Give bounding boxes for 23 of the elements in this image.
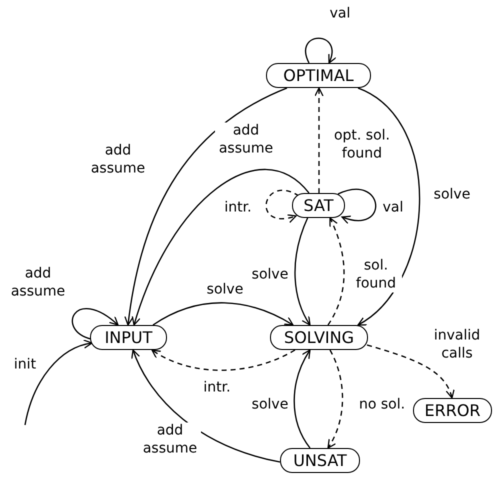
loop-arrow [72, 308, 119, 340]
state-box: ERROR [413, 398, 492, 423]
dashed-arrow [327, 217, 345, 326]
dashed-arrow [366, 344, 454, 399]
state-box: SAT [292, 193, 345, 218]
dashed-arrow [314, 87, 324, 193]
loop-arrow [305, 38, 336, 64]
arrow [294, 216, 311, 326]
arrow [357, 87, 420, 326]
arrow [152, 302, 294, 326]
dashed-loop-arrow [266, 190, 300, 222]
arrow [124, 87, 288, 326]
state-box: OPTIMAL [266, 63, 371, 88]
state-box: SOLVING [270, 325, 368, 350]
state-box: UNSAT [280, 448, 360, 473]
loop-arrow [338, 188, 376, 224]
dashed-arrow [327, 350, 344, 449]
arrow [294, 349, 311, 448]
dashed-arrow [151, 349, 296, 371]
arrow [132, 349, 280, 463]
arrow [24, 340, 93, 426]
state-box: INPUT [90, 325, 167, 350]
arrow [132, 168, 310, 326]
